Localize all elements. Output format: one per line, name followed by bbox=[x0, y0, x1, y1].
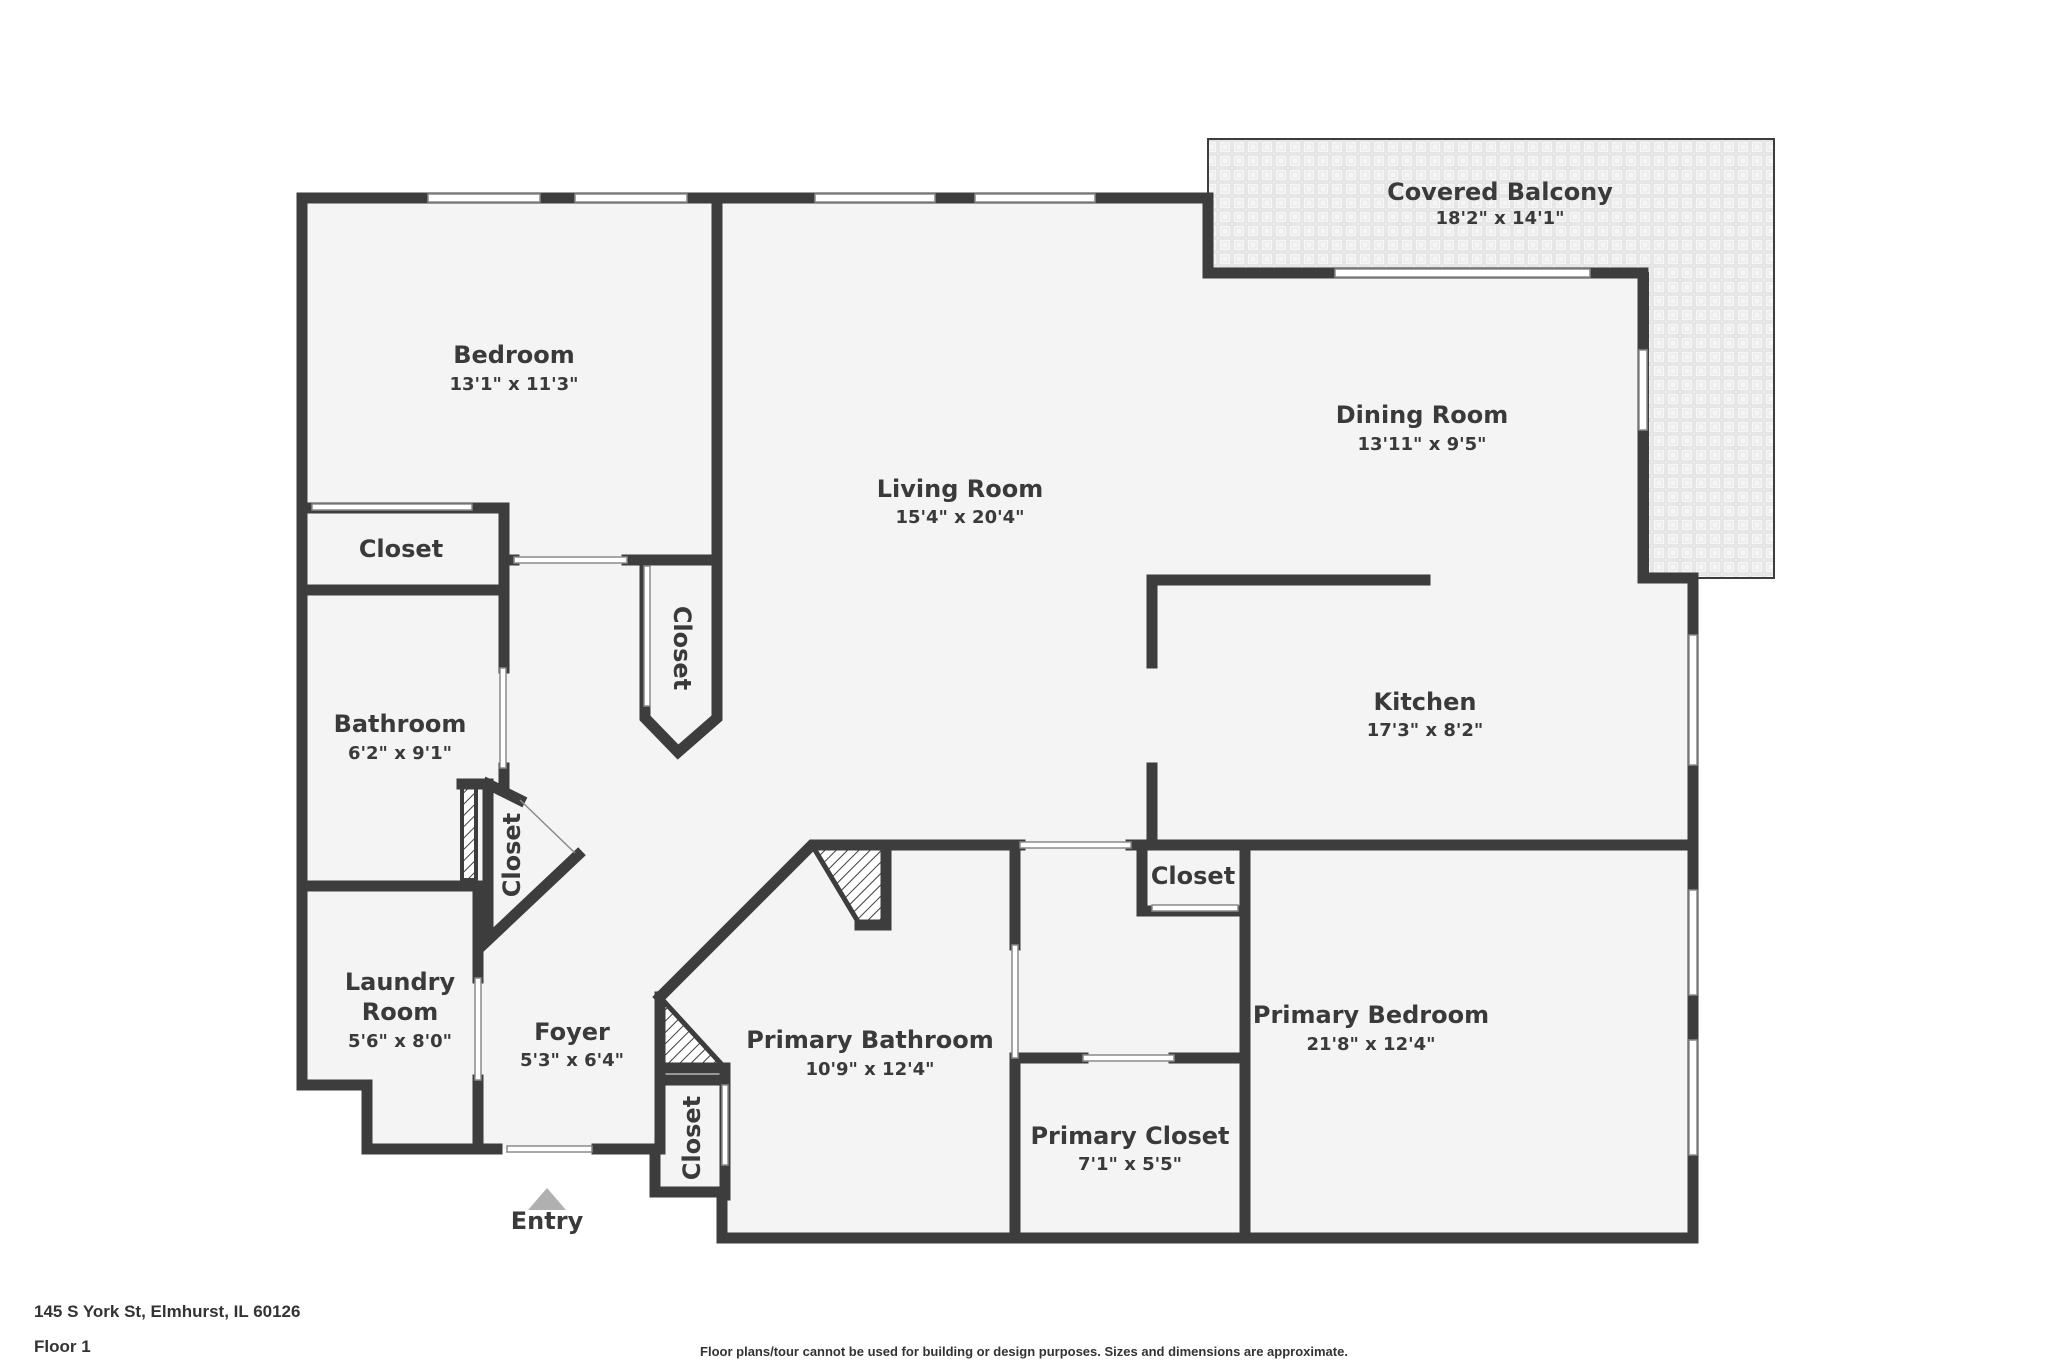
svg-text:Closet: Closet bbox=[1151, 862, 1235, 890]
svg-text:Closet: Closet bbox=[678, 1096, 706, 1180]
shaft-hatch bbox=[460, 782, 478, 882]
svg-text:Bedroom: Bedroom bbox=[453, 341, 575, 369]
svg-text:5'6" x 8'0": 5'6" x 8'0" bbox=[348, 1031, 452, 1052]
svg-text:Closet: Closet bbox=[359, 535, 443, 563]
svg-text:21'8" x 12'4": 21'8" x 12'4" bbox=[1306, 1034, 1435, 1055]
svg-text:7'1" x 5'5": 7'1" x 5'5" bbox=[1078, 1154, 1182, 1175]
svg-text:Primary Closet: Primary Closet bbox=[1030, 1122, 1229, 1150]
svg-text:Dining Room: Dining Room bbox=[1336, 401, 1509, 429]
svg-text:13'1" x 11'3": 13'1" x 11'3" bbox=[449, 374, 578, 395]
laundry-room-label: Laundry Room 5'6" x 8'0" bbox=[345, 968, 456, 1052]
closet-hall-label: Closet bbox=[668, 606, 696, 690]
svg-text:10'9" x 12'4": 10'9" x 12'4" bbox=[805, 1059, 934, 1080]
entry-label: Entry bbox=[511, 1207, 584, 1235]
disclaimer-span: Floor plans/tour cannot be used for buil… bbox=[700, 1344, 1348, 1359]
svg-text:Kitchen: Kitchen bbox=[1374, 688, 1477, 716]
svg-text:Primary Bathroom: Primary Bathroom bbox=[746, 1026, 994, 1054]
svg-text:6'2" x 9'1": 6'2" x 9'1" bbox=[348, 743, 452, 764]
entry-arrow-icon bbox=[528, 1188, 566, 1210]
foyer-label: Foyer 5'3" x 6'4" bbox=[520, 1018, 624, 1071]
svg-text:Bathroom: Bathroom bbox=[334, 710, 467, 738]
living-room-label: Living Room 15'4" x 20'4" bbox=[877, 475, 1043, 528]
covered-balcony-label: Covered Balcony 18'2" x 14'1" bbox=[1387, 178, 1613, 229]
windows bbox=[427, 193, 1698, 1156]
kitchen-label: Kitchen 17'3" x 8'2" bbox=[1367, 688, 1484, 741]
bedroom-label: Bedroom 13'1" x 11'3" bbox=[449, 341, 578, 395]
dining-room-label: Dining Room 13'11" x 9'5" bbox=[1336, 401, 1509, 455]
primary-bathroom-label: Primary Bathroom 10'9" x 12'4" bbox=[746, 1026, 994, 1080]
door-openings bbox=[311, 503, 1239, 1166]
address-text: 145 S York St, Elmhurst, IL 60126 bbox=[34, 1302, 301, 1321]
disclaimer-text: Floor plans/tour cannot be used for buil… bbox=[0, 1344, 2048, 1359]
svg-text:Laundry: Laundry bbox=[345, 968, 456, 996]
floor-label: Floor 1 bbox=[34, 1337, 91, 1356]
svg-text:13'11" x 9'5": 13'11" x 9'5" bbox=[1357, 434, 1486, 455]
apartment-floor bbox=[302, 198, 1693, 1238]
svg-text:Covered Balcony: Covered Balcony bbox=[1387, 178, 1613, 206]
svg-text:Foyer: Foyer bbox=[534, 1018, 610, 1046]
closet-entry-label: Closet bbox=[678, 1096, 706, 1180]
svg-text:15'4" x 20'4": 15'4" x 20'4" bbox=[895, 507, 1024, 528]
svg-text:Living Room: Living Room bbox=[877, 475, 1043, 503]
closet-kitchen-label: Closet bbox=[1151, 862, 1235, 890]
svg-text:Primary Bedroom: Primary Bedroom bbox=[1253, 1001, 1489, 1029]
svg-text:Closet: Closet bbox=[668, 606, 696, 690]
closet-foyer-label: Closet bbox=[498, 813, 526, 897]
svg-text:5'3" x 6'4": 5'3" x 6'4" bbox=[520, 1050, 624, 1071]
bathroom-label: Bathroom 6'2" x 9'1" bbox=[334, 710, 467, 764]
svg-text:Closet: Closet bbox=[498, 813, 526, 897]
primary-bedroom-label: Primary Bedroom 21'8" x 12'4" bbox=[1253, 1001, 1489, 1055]
svg-text:17'3" x 8'2": 17'3" x 8'2" bbox=[1367, 720, 1484, 741]
svg-text:Room: Room bbox=[362, 998, 438, 1026]
svg-text:18'2" x 14'1": 18'2" x 14'1" bbox=[1435, 208, 1564, 229]
closet-bedroom-label: Closet bbox=[359, 535, 443, 563]
primary-closet-label: Primary Closet 7'1" x 5'5" bbox=[1030, 1122, 1229, 1175]
